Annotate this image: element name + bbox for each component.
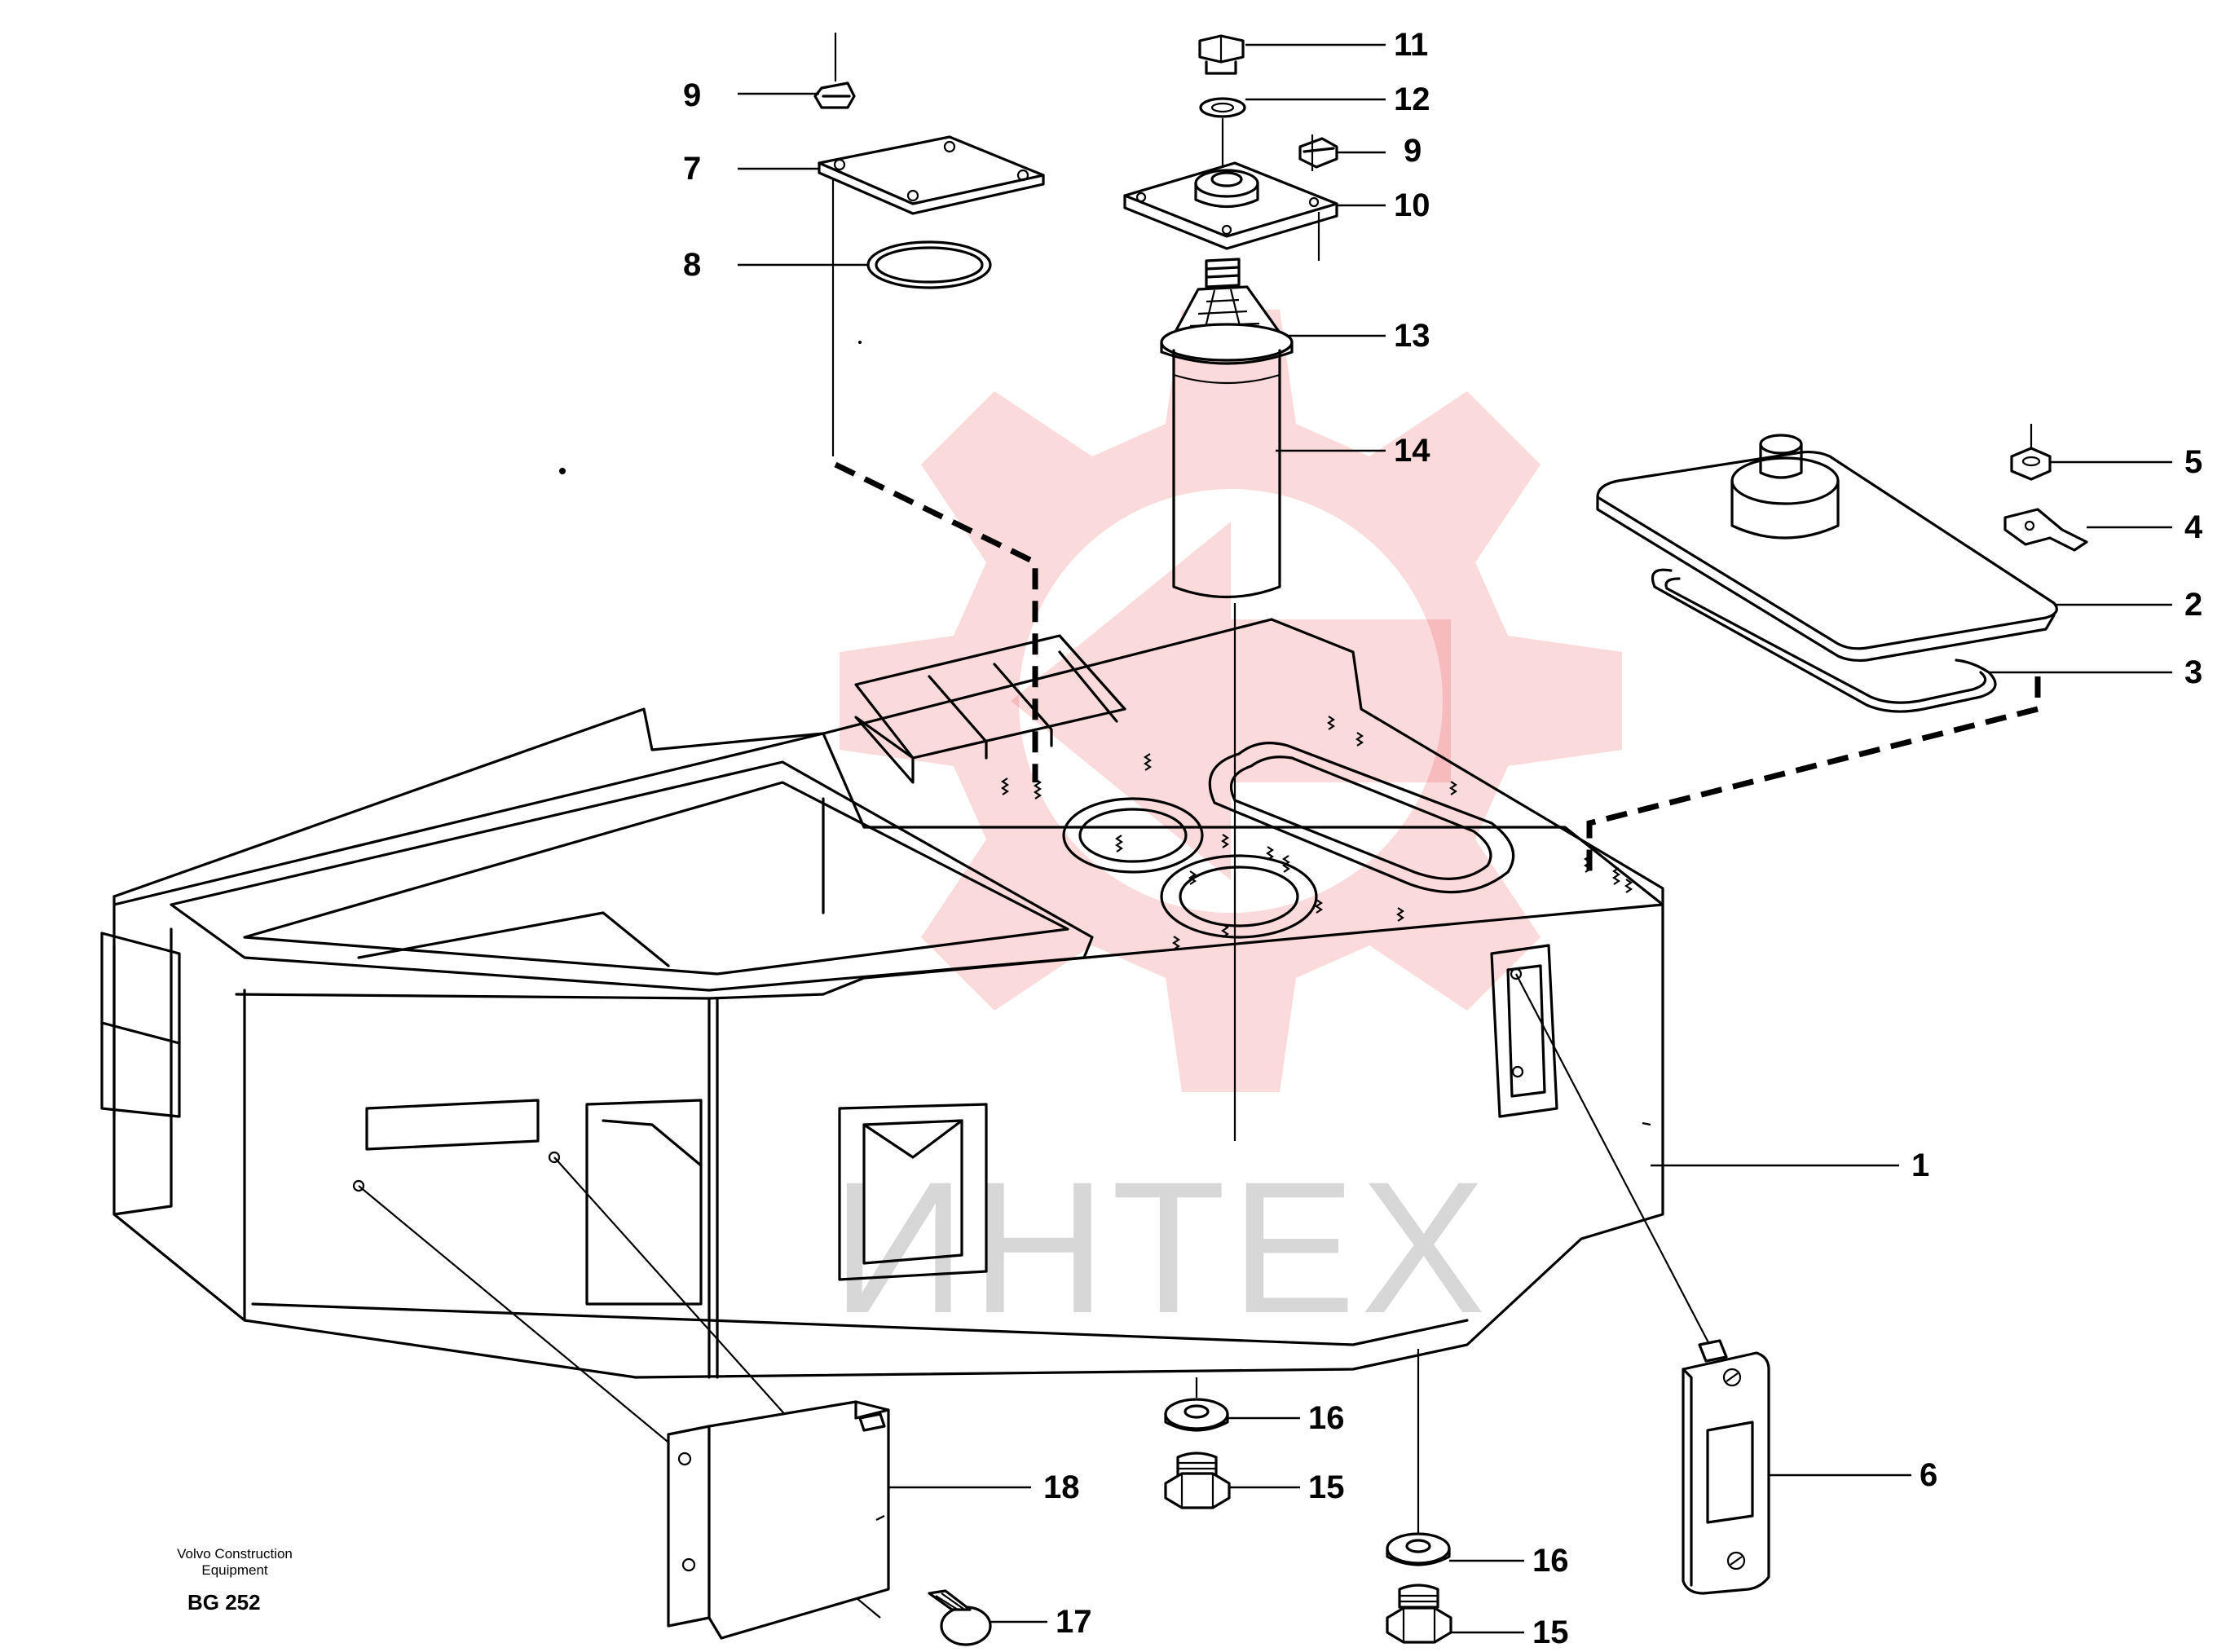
clamp-4 <box>2003 508 2088 552</box>
watermark-text: ИНТЕХ <box>831 1143 1491 1352</box>
nut-9-left <box>813 33 856 109</box>
callout-13: 13 <box>1394 318 1430 354</box>
callout-16-a: 16 <box>1308 1400 1345 1436</box>
callout-10: 10 <box>1394 187 1430 223</box>
callout-16-b: 16 <box>1532 1543 1569 1579</box>
bolt-17 <box>928 1589 992 1646</box>
callout-labels: 11 12 9 7 8 9 10 13 14 5 4 2 3 1 16 15 1… <box>683 27 2203 1650</box>
drain-plug-set-b <box>1386 1349 1452 1644</box>
caption-company-2: Equipment <box>201 1562 268 1578</box>
caption-block: Volvo Construction Equipment BG 252 <box>177 1546 293 1615</box>
callout-4: 4 <box>2184 509 2203 545</box>
watermark-gear <box>840 310 1622 1092</box>
caption-code: BG 252 <box>187 1590 261 1615</box>
callout-6: 6 <box>1920 1457 1937 1493</box>
callout-9-right: 9 <box>1404 133 1422 169</box>
nut-9-right <box>1298 134 1338 261</box>
deck-openings <box>1001 716 1633 950</box>
callout-5: 5 <box>2184 444 2202 480</box>
bracket-18 <box>358 1156 890 1640</box>
cover-plate-2 <box>1596 434 2058 663</box>
cover-plate-7 <box>818 135 1045 215</box>
callout-15-a: 15 <box>1308 1469 1345 1505</box>
callout-12: 12 <box>1394 81 1430 117</box>
callout-8: 8 <box>683 247 701 283</box>
gasket-8 <box>866 240 992 289</box>
deck-baffles <box>854 634 1126 784</box>
drain-plug-set-a <box>1164 1377 1231 1509</box>
callout-7: 7 <box>683 151 701 187</box>
callout-18: 18 <box>1043 1469 1080 1505</box>
callout-15-b: 15 <box>1532 1615 1569 1648</box>
leader-lines <box>738 43 2172 1634</box>
tank-body <box>100 618 1664 1379</box>
callout-11: 11 <box>1394 27 1428 63</box>
filter-13-14 <box>1160 258 1294 599</box>
gasket-3 <box>1651 568 1997 713</box>
callout-9-left: 9 <box>683 77 701 113</box>
level-gauge-6 <box>1515 973 1770 1595</box>
bolt-11 <box>1198 34 1245 75</box>
callout-3: 3 <box>2184 654 2202 690</box>
caption-company: Volvo Construction <box>177 1546 293 1562</box>
washer-12 <box>1199 97 1246 118</box>
callout-1: 1 <box>1911 1148 1929 1183</box>
callout-2: 2 <box>2184 587 2202 623</box>
callout-14: 14 <box>1394 433 1430 469</box>
cover-plate-10 <box>1123 161 1338 250</box>
callout-17: 17 <box>1056 1604 1092 1640</box>
nut-5 <box>2010 424 2052 481</box>
